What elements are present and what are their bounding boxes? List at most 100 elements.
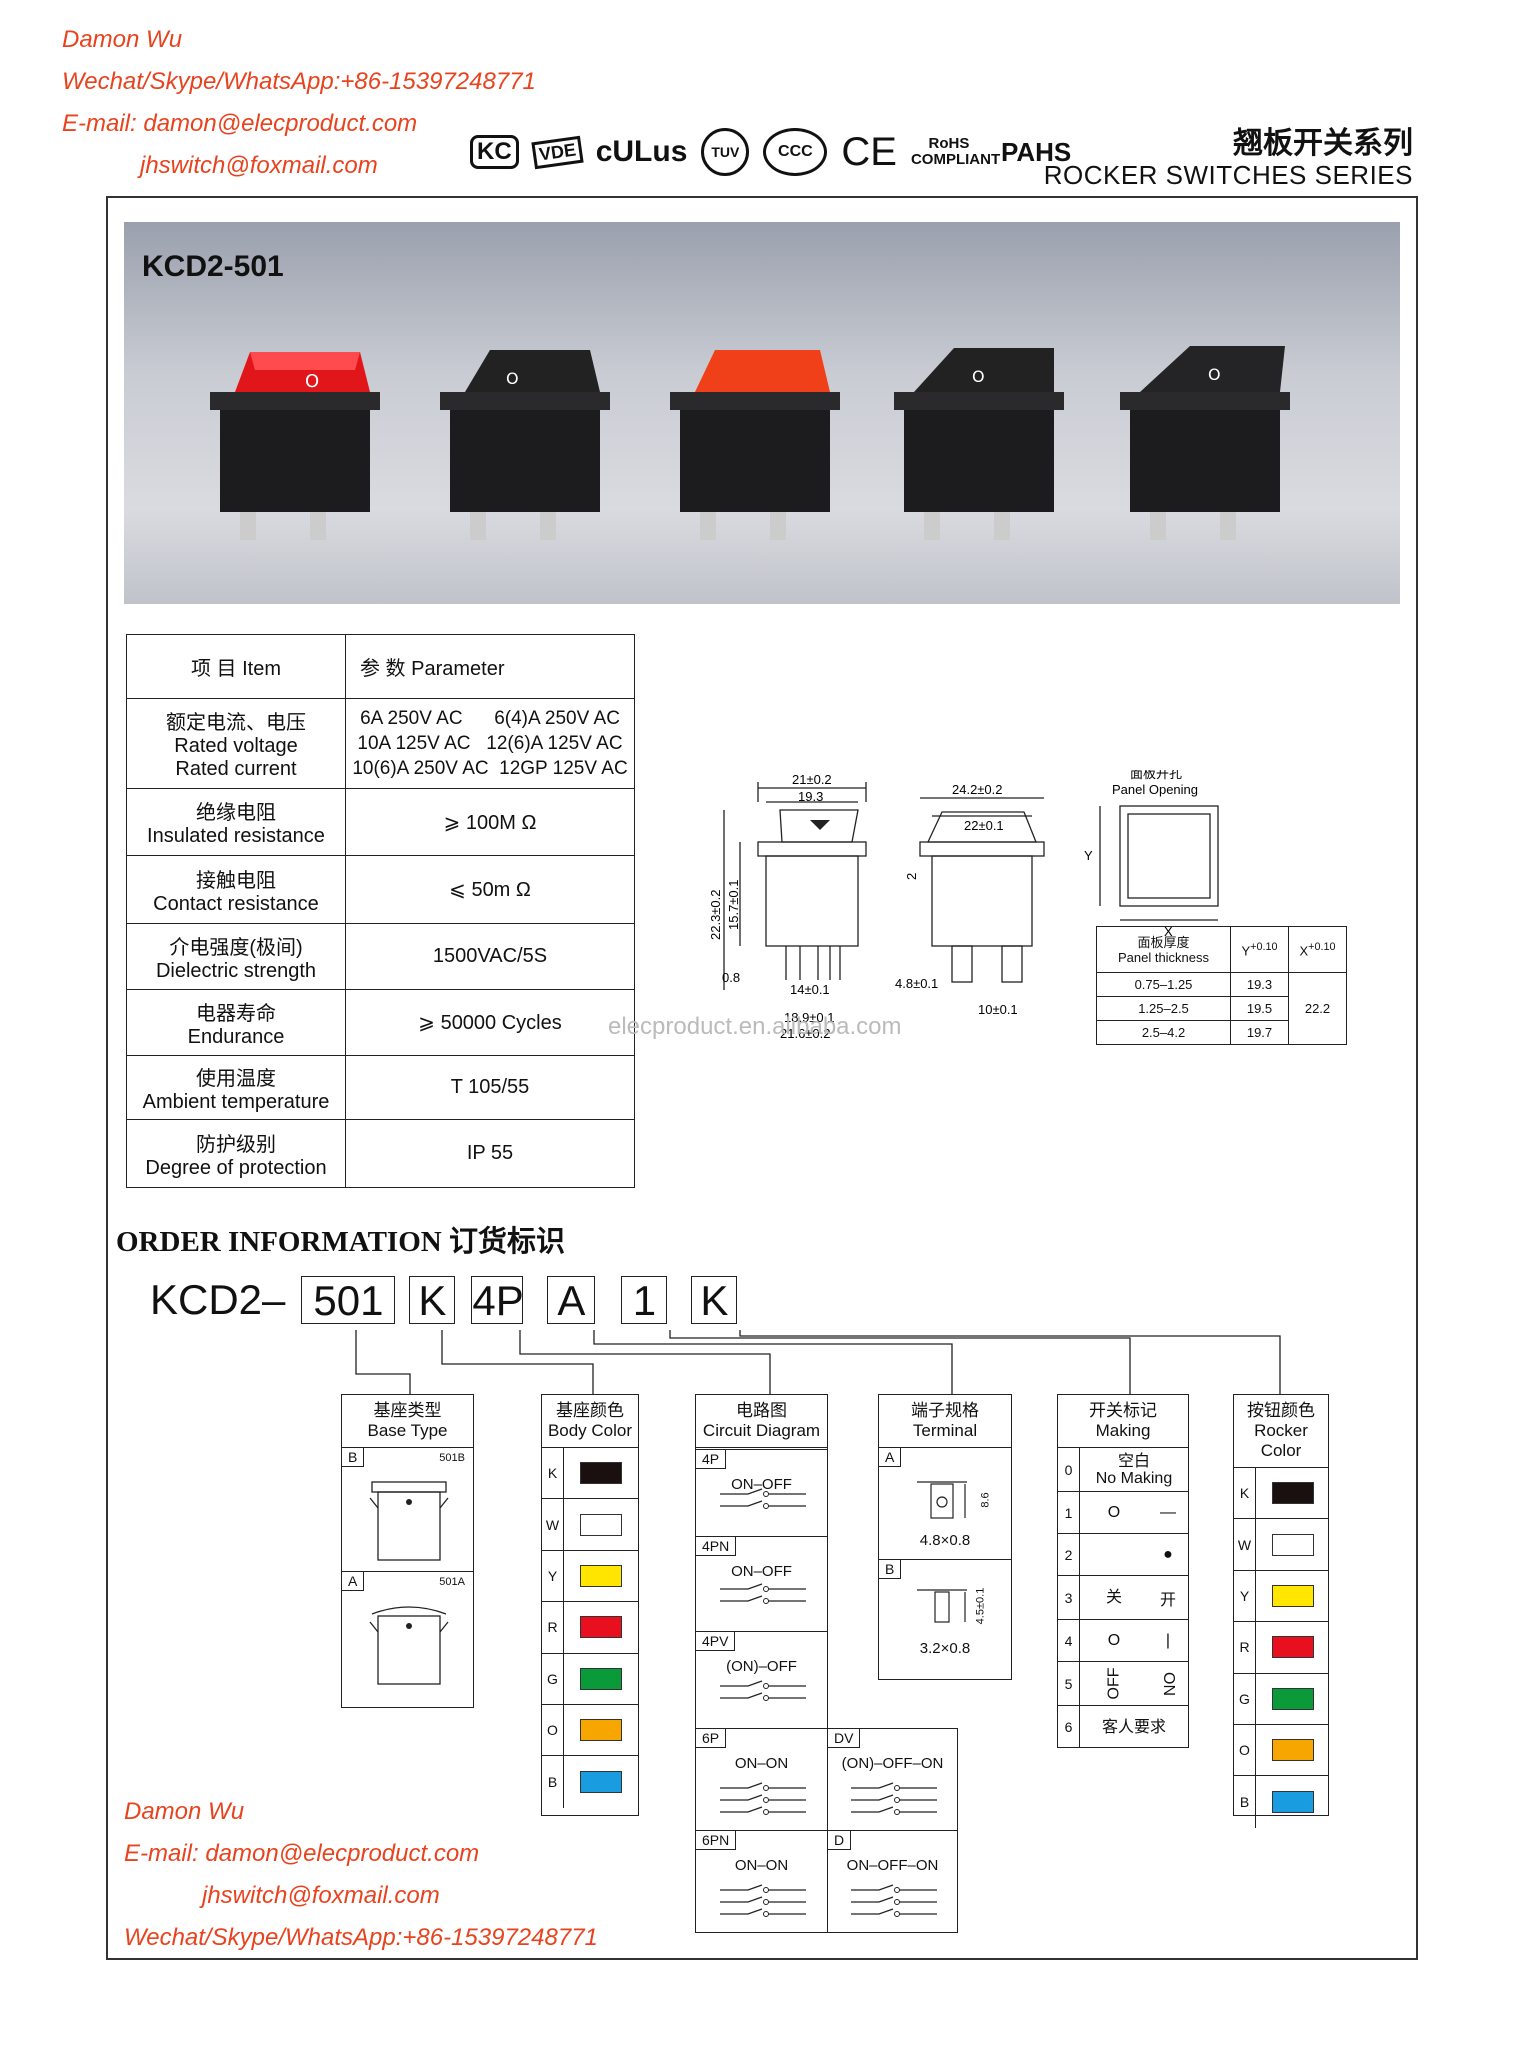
terminal-a: A 8.6 4.8×0.8: [879, 1448, 1011, 1560]
watermark: elecproduct.en.alibaba.com: [608, 1013, 902, 1040]
panel-opening-title-cn: 面板开孔: [1130, 770, 1182, 781]
color-option-key: G: [1234, 1673, 1256, 1724]
circuit-line: [719, 1896, 806, 1903]
terminal-title-cn: 端子规格: [911, 1401, 979, 1420]
spec-header-param: 参 数 Parameter: [345, 634, 635, 699]
spec-item-cn: 使用温度: [196, 1067, 276, 1090]
series-title-en: ROCKER SWITCHES SERIES: [1043, 160, 1413, 190]
base-type-ref: 501A: [439, 1576, 465, 1588]
panel-y-label: Y: [1084, 848, 1093, 863]
making-option-row: 2●: [1058, 1534, 1188, 1576]
panel-thickness-cell: 0.75–1.25: [1096, 972, 1231, 997]
making-option-key: 2: [1058, 1534, 1080, 1575]
dim-side-width: 24.2±0.2: [952, 782, 1003, 797]
color-option-row: O: [1234, 1724, 1328, 1777]
color-option-key: K: [542, 1448, 564, 1499]
terminal-b-drawing: [917, 1589, 967, 1623]
circuit-schematic: [850, 1782, 937, 1815]
panel-y-tol: +0.10: [1250, 940, 1278, 953]
contact-email2-top: jhswitch@foxmail.com: [140, 152, 378, 179]
panel-y-cell: 19.5: [1230, 996, 1289, 1021]
contact-email2-bottom: jhswitch@foxmail.com: [202, 1882, 440, 1909]
terminal-key: A: [879, 1448, 902, 1467]
order-code-body: K: [409, 1276, 456, 1324]
vde-mark: VDE: [531, 135, 584, 169]
ccc-mark: CCC: [763, 128, 828, 176]
body-color-title-en: Body Color: [547, 1421, 633, 1440]
spec-row-param: T 105/55: [345, 1055, 635, 1120]
circuit-option-label: (ON)–OFF–ON: [841, 1755, 944, 1772]
certification-marks: KC VDE cULus TUV CCC CE RoHS COMPLIANT P…: [470, 128, 1071, 176]
circuit-line: [719, 1908, 806, 1915]
circuit-option-label: ON–OFF–ON: [846, 1857, 939, 1874]
panel-x-tol: +0.10: [1308, 940, 1336, 953]
color-swatch: [1272, 1636, 1314, 1659]
switch-image-red-rocker: O: [210, 352, 380, 540]
dim-front-width: 21±0.2: [792, 772, 832, 787]
circuit-line: [719, 1692, 806, 1699]
terminal-a-drawing: [917, 1481, 967, 1519]
circuit-contact: [893, 1911, 900, 1917]
panel-header-cn: 面板厚度: [1137, 934, 1190, 950]
color-option-key: K: [1234, 1468, 1256, 1519]
making-option-key: 4: [1058, 1620, 1080, 1661]
switch-image-black-3pos: O: [1120, 346, 1290, 540]
dim-side-lip: 2: [904, 873, 919, 880]
color-option-row: R: [1234, 1622, 1328, 1674]
terminal-a-dim: 8.6: [979, 1492, 992, 1508]
making-option-key: 0: [1058, 1448, 1080, 1491]
circuit-schematic: [850, 1884, 937, 1917]
circuit-contact: [762, 1785, 769, 1791]
circuit-contact: [893, 1809, 900, 1815]
circuit-option-key: 4PN: [696, 1537, 737, 1556]
contact-name-bottom: Damon Wu: [124, 1798, 245, 1825]
dim-front-overall: 21.6±0.2: [780, 1026, 831, 1041]
spec-item-en: Rated voltage Rated current: [174, 735, 298, 780]
spec-item-en: Contact resistance: [153, 892, 319, 915]
rocker-color-title-en: Rocker Color: [1254, 1421, 1308, 1460]
circuit-line: [719, 1680, 806, 1687]
circuit-schematic: [719, 1680, 806, 1701]
color-option-row: Y: [542, 1550, 638, 1603]
circuit-title-en: Circuit Diagram: [702, 1421, 821, 1440]
circuit-contact: [762, 1586, 769, 1592]
spec-item-en: Dielectric strength: [155, 959, 317, 982]
color-option-key: R: [1234, 1622, 1256, 1673]
spec-item-cn: 介电强度(极间): [169, 936, 303, 959]
color-swatch: [580, 1667, 622, 1690]
making-option-key: 5: [1058, 1662, 1080, 1705]
dim-side-inner: 22±0.1: [964, 818, 1004, 833]
circuit-contact: [762, 1491, 769, 1497]
color-option-key: W: [1234, 1519, 1256, 1570]
svg-text:O: O: [972, 367, 985, 386]
series-title-cn: 翘板开关系列: [1233, 126, 1413, 161]
circuit-line: [850, 1794, 937, 1801]
panel-opening-title-en: Panel Opening: [1112, 782, 1198, 797]
order-info-title: ORDER INFORMATION 订货标识: [116, 1226, 565, 1258]
color-swatch: [580, 1719, 622, 1742]
spec-item-cn: 额定电流、电压: [166, 712, 306, 734]
terminal-key: B: [879, 1560, 902, 1579]
circuit-contact: [762, 1899, 769, 1905]
circuit-line: [719, 1500, 806, 1507]
circuit-line: [850, 1782, 937, 1789]
circuit-line: [719, 1794, 806, 1801]
making-left-mark: O: [1107, 1632, 1121, 1649]
circuit-contact: [762, 1887, 769, 1893]
order-code-terminal: A: [547, 1276, 596, 1324]
dim-side-terminal: 4.8±0.1: [895, 976, 938, 991]
color-option-row: R: [542, 1602, 638, 1654]
panel-opening-drawing: [1099, 805, 1219, 921]
panel-y-header: Y: [1241, 943, 1251, 959]
